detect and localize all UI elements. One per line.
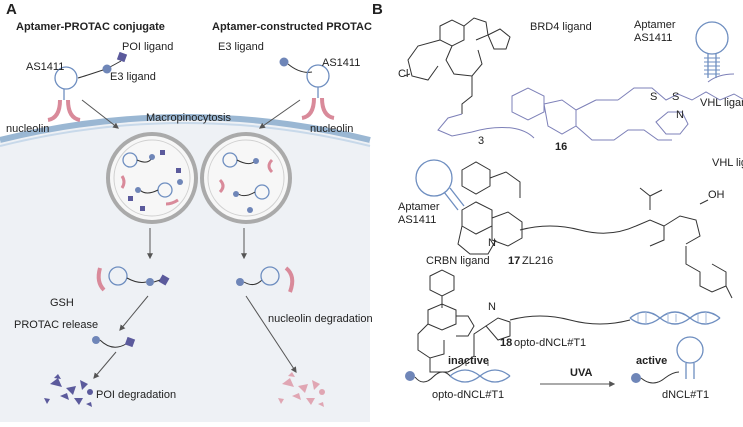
nucleolin-right-label: nucleolin xyxy=(310,123,353,135)
compound-18-number: 18 xyxy=(500,337,512,349)
vesicle-right xyxy=(200,132,292,224)
inactive-e3-dot xyxy=(405,371,415,381)
panel-a: A Aptamer-PROTAC conjugate Aptamer-const… xyxy=(0,1,373,422)
released-complex-left xyxy=(96,266,170,292)
gsh-label: GSH xyxy=(50,297,74,309)
panel-b-label: B xyxy=(372,1,383,18)
e3-ligand-dot-left xyxy=(102,64,112,74)
nucleolin-receptor-left xyxy=(47,99,81,122)
svg-text:N: N xyxy=(488,237,496,249)
panel-b: B BRD4 ligand Cl 3 S S N VHL xyxy=(372,1,743,401)
opto-dncl-label: opto-dNCL#T1 xyxy=(432,389,504,401)
vhl-ligand-1-label: VHL ligand xyxy=(700,97,743,109)
released-protac-poi xyxy=(124,336,136,348)
aptamer-top: Aptamer AS1411 xyxy=(634,19,729,78)
vhl-ligand-2-label: VHL ligand xyxy=(712,157,743,169)
macropinocytosis-label: Macropinocytosis xyxy=(146,112,231,124)
poi-degradation-label: POI degradation xyxy=(96,389,176,401)
compound-18-name: opto-dNCL#T1 xyxy=(514,337,586,349)
poi-ligand-label: POI ligand xyxy=(122,41,173,53)
as1411-mid-label: AS1411 xyxy=(398,214,436,226)
compound-16-structure: BRD4 ligand Cl 3 S S N VHL ligand 16 xyxy=(398,17,743,153)
active-aptamer-loop xyxy=(676,336,704,364)
svg-text:Cl: Cl xyxy=(398,68,408,80)
right-title: Aptamer-constructed PROTAC xyxy=(212,21,372,33)
active-label: active xyxy=(636,355,667,367)
aptamer-top-label: Aptamer xyxy=(634,19,676,31)
svg-text:3: 3 xyxy=(478,135,484,147)
crbn-ligand-label: CRBN ligand xyxy=(426,255,490,267)
poi-fragments xyxy=(44,374,93,407)
e3-ligand-dot-right xyxy=(279,57,289,67)
aptamer-loop-left xyxy=(54,66,78,90)
compound-16-number: 16 xyxy=(555,141,567,153)
released-protac-e3 xyxy=(92,336,100,344)
compound-17-name: ZL216 xyxy=(522,255,553,267)
inactive-label: inactive xyxy=(448,355,489,367)
svg-text:S: S xyxy=(650,91,657,103)
nucleolin-degradation-label: nucleolin degradation xyxy=(268,313,373,325)
uva-label: UVA xyxy=(570,367,592,379)
panel-a-label: A xyxy=(6,1,17,18)
left-title: Aptamer-PROTAC conjugate xyxy=(16,21,165,33)
poi-ligand-square xyxy=(116,51,128,63)
e3-ligand-left-label: E3 ligand xyxy=(110,71,156,83)
cell-membrane xyxy=(0,114,371,143)
nucleolin-fragments xyxy=(278,372,325,407)
vesicle-left xyxy=(106,132,198,224)
svg-text:OH: OH xyxy=(708,189,725,201)
compound-17-structure: Aptamer AS1411 N OH VHL ligand 17 ZL216 xyxy=(398,157,743,299)
svg-text:S: S xyxy=(672,91,679,103)
as1411-left-label: AS1411 xyxy=(26,61,64,73)
nucleolin-left-label: nucleolin xyxy=(6,123,49,135)
photoactivation-scheme: inactive active opto-dNCL#T1 UVA dNCL#T1 xyxy=(405,336,709,401)
e3-ligand-right-label: E3 ligand xyxy=(218,41,264,53)
compound-17-number: 17 xyxy=(508,255,520,267)
svg-text:N: N xyxy=(488,301,496,313)
dncl-label: dNCL#T1 xyxy=(662,389,709,401)
active-e3-dot xyxy=(631,373,641,383)
released-complex-right xyxy=(236,266,295,293)
as1411-top-label: AS1411 xyxy=(634,32,672,44)
vesicle-right-contents xyxy=(218,152,274,213)
nucleolin-receptor-right xyxy=(301,97,335,120)
protac-release-label: PROTAC release xyxy=(14,319,98,331)
aptamer-mid-label: Aptamer xyxy=(398,201,440,213)
brd4-ligand-label: BRD4 ligand xyxy=(530,21,592,33)
svg-text:N: N xyxy=(676,109,684,121)
vesicle-left-contents xyxy=(120,150,183,211)
compound-18-structure: CRBN ligand N 18 opto-dNCL#T1 xyxy=(417,255,721,373)
as1411-right-label: AS1411 xyxy=(322,57,360,69)
aptamer-mid-loop xyxy=(415,159,453,197)
